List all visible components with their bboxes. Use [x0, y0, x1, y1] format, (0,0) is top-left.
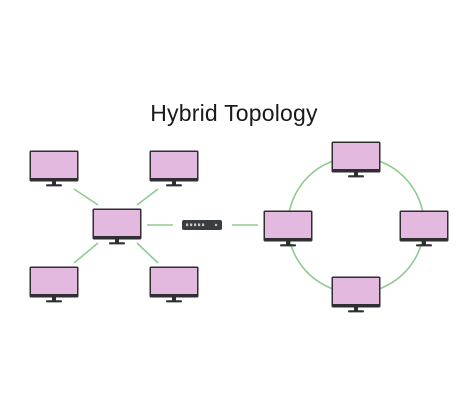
monitor-screen	[31, 152, 77, 178]
star-link	[73, 242, 99, 264]
star-leaf-computer-icon	[29, 150, 79, 187]
star-leaf-computer-icon	[149, 266, 199, 303]
star-hub-computer-icon	[92, 208, 142, 245]
monitor-screen	[401, 212, 447, 238]
star-link	[73, 188, 99, 206]
monitor-screen	[31, 268, 77, 294]
ring-computer-icon	[331, 276, 381, 313]
network-devices	[29, 141, 449, 313]
monitor-screen	[265, 212, 311, 238]
star-leaf-computer-icon	[149, 150, 199, 187]
diagram-title: Hybrid Topology	[150, 100, 318, 126]
monitor-screen	[151, 268, 197, 294]
star-link	[136, 188, 159, 206]
monitor-screen	[333, 278, 379, 304]
ring-computer-icon	[263, 210, 313, 247]
monitor-screen	[94, 210, 140, 236]
ring-computer-icon	[331, 141, 381, 178]
star-leaf-computer-icon	[29, 266, 79, 303]
star-link	[136, 242, 159, 264]
monitor-screen	[151, 152, 197, 178]
ring-computer-icon	[399, 210, 449, 247]
network-switch-icon	[182, 220, 222, 230]
monitor-screen	[333, 143, 379, 169]
